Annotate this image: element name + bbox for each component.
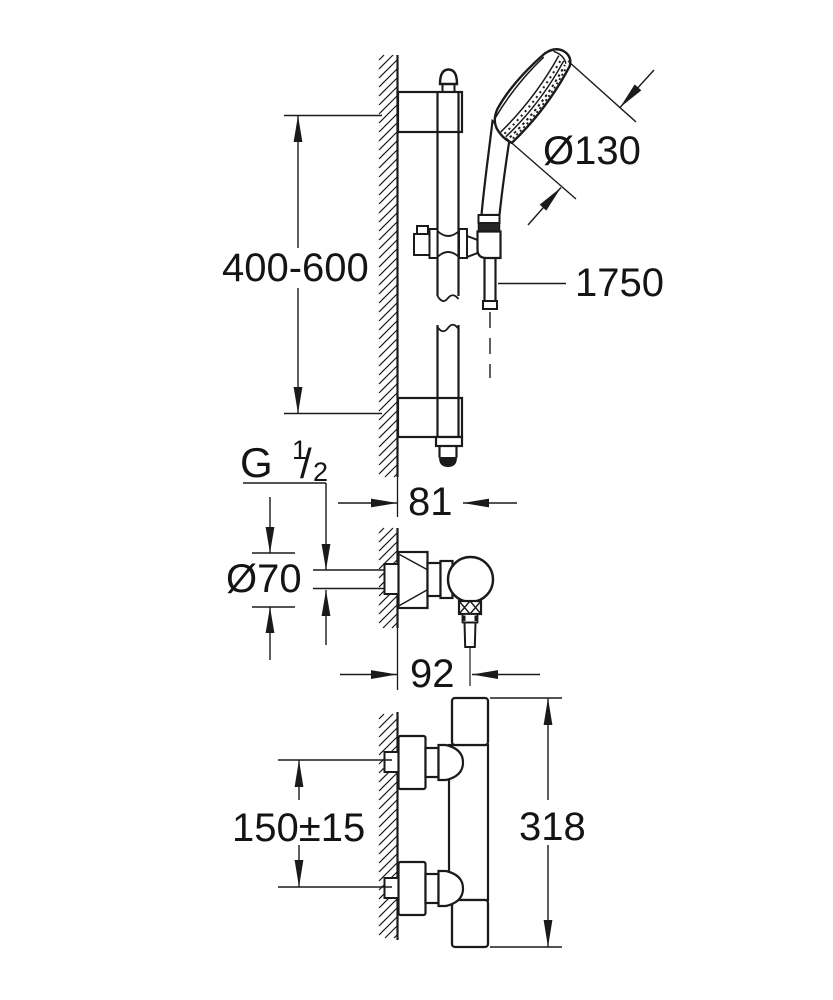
union-bottom bbox=[383, 860, 465, 917]
rail-wall-offset-label: 81 bbox=[408, 480, 453, 524]
dimension-outlet-projection: 92 bbox=[340, 652, 540, 696]
wall-bottom bbox=[378, 712, 399, 940]
head-diameter-label: Ø130 bbox=[543, 129, 641, 173]
thread-slash-label: / bbox=[300, 440, 312, 487]
thermostat-mixer bbox=[383, 696, 490, 949]
holder-spool bbox=[436, 230, 460, 258]
thermostat-cap-bottom bbox=[450, 898, 490, 949]
inlet-nipple bbox=[383, 563, 400, 595]
hose-connector bbox=[476, 230, 502, 260]
wall-union-valve bbox=[313, 550, 495, 686]
hose-length-label: 1750 bbox=[575, 261, 664, 305]
wall-hatching-bottom bbox=[378, 713, 398, 939]
shower-rail bbox=[396, 68, 464, 468]
hose-nut bbox=[477, 214, 501, 224]
union-top bbox=[383, 734, 465, 791]
rail-break-symbol bbox=[436, 294, 460, 333]
thread-prefix-label: G bbox=[240, 439, 273, 486]
thread-denominator-label: 2 bbox=[313, 457, 328, 487]
thermostat-cap-top bbox=[450, 696, 490, 747]
dimension-rail-wall-offset: 81 bbox=[338, 480, 517, 524]
dimension-hose-length: 1750 bbox=[498, 261, 664, 305]
rail-bracket-distance-label: 400-600 bbox=[222, 246, 369, 290]
rail-bottom-cap bbox=[438, 457, 458, 468]
hand-shower-head bbox=[493, 48, 572, 145]
dimension-body-height: 318 bbox=[490, 697, 586, 948]
hose-end-fitting bbox=[482, 300, 498, 310]
outlet-projection-label: 92 bbox=[410, 652, 455, 696]
body-height-label: 318 bbox=[519, 805, 586, 849]
outlet-spout bbox=[463, 621, 477, 648]
holder-cone bbox=[466, 234, 479, 259]
dimension-escutcheon-diameter: Ø70 bbox=[226, 497, 302, 660]
holder-lever bbox=[413, 233, 432, 256]
connection-spacing-label: 150±15 bbox=[232, 806, 365, 850]
escutcheon-diameter-label: Ø70 bbox=[226, 557, 302, 601]
rail-bottom-collar bbox=[434, 435, 464, 448]
wall-middle bbox=[378, 527, 399, 690]
shower-hose bbox=[482, 258, 498, 378]
dimension-head-diameter: Ø130 bbox=[505, 60, 655, 226]
holder-lever-tip bbox=[416, 225, 429, 235]
dimension-connection-spacing: 150±15 bbox=[232, 759, 392, 888]
slider-holder bbox=[413, 225, 479, 259]
rail-tube bbox=[436, 92, 460, 437]
valve-ball bbox=[446, 555, 495, 604]
dimension-thread-size: G 1 / 2 bbox=[240, 435, 331, 645]
rail-bracket-bottom bbox=[396, 396, 464, 439]
wall-hatching-top bbox=[378, 54, 398, 478]
rail-bracket-top bbox=[396, 90, 464, 134]
escutcheon bbox=[397, 550, 429, 610]
outlet-knurled-nut bbox=[457, 599, 483, 616]
dimension-rail-bracket-distance: 400-600 bbox=[222, 114, 382, 415]
thread-numerator-label: 1 bbox=[292, 435, 307, 465]
rail-top-cap bbox=[438, 68, 459, 86]
hose-nut-grip bbox=[477, 222, 501, 233]
wall-top bbox=[378, 54, 399, 517]
